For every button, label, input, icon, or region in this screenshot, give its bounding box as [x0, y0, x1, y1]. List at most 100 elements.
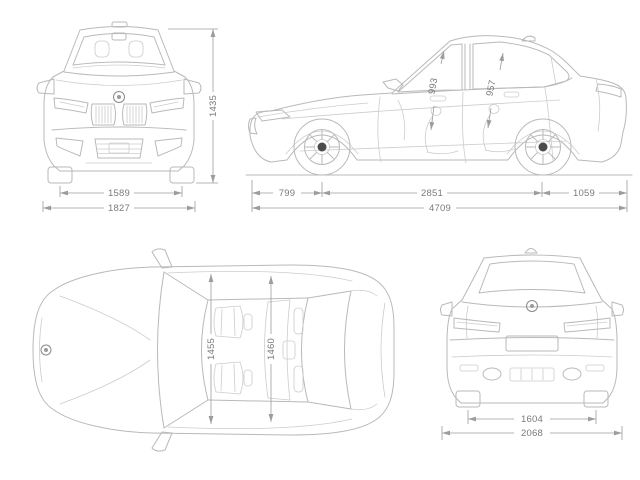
dim-label-overall-length: 4709 — [429, 203, 451, 214]
dim-width-incl-mirrors: 2068 — [441, 426, 623, 440]
rear-wheel — [514, 118, 572, 176]
hub-cap — [317, 142, 327, 152]
a-pillar-bottom — [163, 399, 209, 429]
rim — [304, 129, 340, 165]
front-view: 1589 1827 1435 — [36, 21, 219, 214]
kidney-grille-side — [248, 117, 258, 135]
roof-fin-antenna — [521, 35, 536, 42]
dim-side-row: 799 2851 1059 4709 — [251, 180, 628, 214]
taillight-right — [563, 317, 611, 333]
kidney-grille-left — [90, 103, 116, 126]
center-intake-grid — [96, 143, 142, 154]
dim-label-front-interior-width: 1455 — [206, 338, 217, 360]
dim-label-rear-overhang: 1059 — [573, 188, 595, 199]
top-view-car-drawing — [32, 248, 395, 452]
dim-front-overall-width: 1827 — [42, 201, 196, 214]
front-bumper-arc — [39, 317, 43, 383]
rear-view: 1604 2068 — [440, 248, 624, 440]
dim-front-headroom: 993 — [427, 50, 445, 131]
dim-rear-headroom: 957 — [484, 52, 504, 129]
hood-line-1 — [63, 71, 175, 77]
exhaust-left — [482, 367, 502, 381]
side-mirror-right — [183, 78, 202, 95]
shoulder-left — [451, 299, 463, 310]
b-pillar — [464, 43, 471, 91]
side-view: 993 957 799 2851 1059 — [245, 35, 633, 214]
bmw-roundel-icon — [40, 344, 52, 356]
trunk-cut — [595, 78, 601, 132]
side-mirror — [382, 78, 404, 92]
front-view-car-drawing — [36, 21, 202, 184]
dim-line — [429, 105, 435, 131]
headlight-side — [255, 109, 291, 122]
bench-headrest-left — [293, 307, 304, 335]
dim-rear-interior-width: 1460 — [266, 276, 277, 422]
dim-overall-length: 4709 — [252, 203, 627, 214]
dim-line — [486, 107, 492, 129]
bumper-line — [51, 126, 187, 131]
front-seat-back — [424, 116, 433, 153]
interior-seats — [397, 99, 515, 155]
headlight-right-detail — [153, 101, 179, 108]
rear-wheel-left — [455, 390, 481, 408]
dim-front-overhang: 799 — [252, 188, 322, 199]
body-side-right — [602, 308, 618, 404]
headrest-left — [94, 40, 110, 58]
spokes — [526, 130, 560, 164]
tire — [293, 118, 351, 176]
roof-rail-top — [207, 297, 309, 301]
dim-label-wheelbase: 2851 — [421, 188, 443, 199]
dim-label-track-width: 1589 — [108, 188, 130, 199]
a-pillar-top — [163, 271, 209, 301]
roof-fin-antenna — [524, 248, 538, 254]
front-seat-cushion — [426, 150, 459, 155]
c-pillar-bottom — [307, 401, 352, 410]
rim — [525, 129, 561, 165]
dim-rear-overhang: 1059 — [542, 188, 627, 199]
bmw-roundel-center — [44, 348, 48, 352]
rear-door-cut — [544, 87, 554, 161]
dim-line — [499, 52, 504, 71]
trunk-lower-line — [449, 337, 615, 341]
shoulder-right — [601, 299, 613, 310]
kidney-grille-right — [122, 103, 148, 126]
dim-label-rear-headroom: 957 — [484, 79, 498, 97]
spoiler-arc — [380, 302, 386, 398]
hood-curve-bottom — [59, 359, 151, 405]
rear-window-base — [344, 290, 352, 410]
side-intake-left — [55, 137, 84, 157]
front-body-outline — [43, 26, 195, 172]
side-mirror-left — [440, 301, 453, 317]
reflector-left — [459, 364, 479, 372]
side-mirror-right — [611, 301, 624, 317]
side-mirror-left — [36, 78, 55, 95]
kidney-grille-left-slats — [95, 105, 112, 124]
diffuser — [509, 367, 555, 382]
bench-ends — [267, 299, 291, 401]
rear-seat-cushion — [484, 148, 515, 153]
side-mirror-bottom — [151, 431, 173, 452]
rear-view-car-drawing — [440, 248, 624, 408]
dim-label-front-headroom: 993 — [427, 77, 441, 95]
fender-cut — [377, 96, 382, 163]
dim-label-rear-interior-width: 1460 — [266, 338, 277, 360]
dim-front-height: 1435 — [168, 28, 219, 184]
rear-window — [478, 260, 586, 294]
taillight-left — [453, 317, 501, 333]
center-intake — [94, 138, 144, 159]
roof-front-edge — [201, 299, 209, 401]
rear-seat-back — [482, 114, 491, 151]
side-body-outline — [249, 35, 627, 163]
cowl-line — [72, 64, 166, 69]
front-sensor — [108, 142, 130, 154]
c-pillar-left — [461, 257, 485, 301]
bench-front-edge — [264, 301, 269, 399]
exhaust-right — [562, 367, 582, 381]
bench-armrest — [282, 340, 296, 360]
trunk-cut-bottom — [350, 403, 378, 411]
bmw-roundel-center — [117, 95, 121, 99]
c-pillar-top — [307, 290, 352, 299]
shoulder-line-top — [167, 270, 353, 282]
front-door-handle — [429, 95, 447, 102]
